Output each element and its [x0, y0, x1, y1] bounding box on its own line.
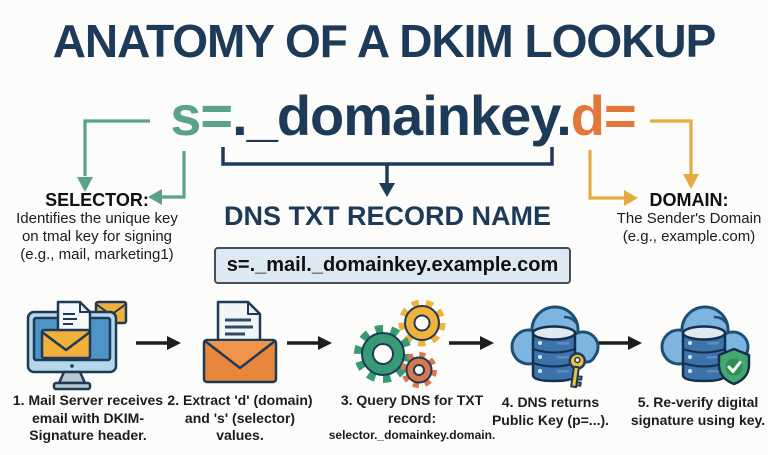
caption-line: 4. DNS returns: [501, 394, 600, 410]
monitor-camera-dot: [70, 364, 74, 368]
selector-line: (e.g., mail, marketing1): [20, 246, 174, 263]
record-name-bracket: [221, 147, 554, 186]
gear-yellow: [398, 299, 446, 347]
caption-line: values.: [216, 427, 264, 443]
caption-line: email with DKIM-: [31, 409, 144, 426]
screen-envelope: [40, 328, 92, 360]
monitor-stand: [52, 370, 92, 391]
gear-green: [354, 325, 412, 383]
page-title: ANATOMY OF A DKIM LOOKUP: [52, 15, 717, 67]
verify-cloud-shield-icon: [653, 297, 758, 395]
domain-line: (e.g., example.com): [622, 228, 756, 245]
selector-callout: SELECTOR: Identifies the unique key on t…: [2, 190, 192, 264]
caption-line: 3. Query DNS for TXT: [340, 392, 484, 408]
shield-check-icon: [717, 347, 751, 386]
dns-cloud-key-icon: [503, 297, 608, 395]
envelope: [202, 338, 278, 384]
domain-line: The Sender's Domain: [616, 210, 762, 227]
mail-server-icon: [22, 296, 134, 392]
caption-line: 2. Extract 'd' (domain): [167, 392, 313, 408]
key-icon: [568, 352, 587, 389]
dns-record-value-box: s=._mail._domainkey.example.com: [214, 247, 571, 284]
query-gears-icon: [350, 296, 450, 394]
selector-line: Identifies the unique key: [16, 210, 178, 227]
caption-line: record:: [387, 409, 437, 426]
formula-record-name-part: ._domainkey.: [232, 84, 572, 147]
database: [681, 325, 727, 383]
step-caption-3: 3. Query DNS for TXT record: selector._d…: [328, 392, 496, 445]
selector-heading: SELECTOR:: [45, 190, 149, 210]
caption-line: Public Key (p=...).: [491, 411, 610, 428]
gear-orange: [401, 352, 437, 388]
step-caption-1: 1. Mail Server receives email with DKIM-…: [2, 392, 174, 445]
step-caption-4: 4. DNS returns Public Key (p=...).: [478, 394, 623, 429]
domain-callout: DOMAIN: The Sender's Domain (e.g., examp…: [610, 190, 768, 246]
formula-domain-part: d=: [570, 84, 637, 147]
domain-arrowhead-down: [683, 174, 699, 189]
caption-line: 5. Re-verify digital: [637, 394, 759, 410]
domain-heading: DOMAIN:: [649, 190, 729, 210]
caption-line: and 's' (selector): [184, 409, 296, 426]
dns-record-heading: DNS TXT RECORD NAME: [223, 201, 551, 231]
step-caption-2: 2. Extract 'd' (domain) and 's' (selecto…: [166, 392, 314, 445]
document: [216, 300, 262, 352]
caption-line: Signature header.: [29, 427, 147, 443]
formula-selector-part: s=: [170, 84, 233, 147]
caption-line: signature using key.: [630, 411, 766, 428]
extract-envelope-icon: [198, 298, 282, 386]
step-caption-5: 5. Re-verify digital signature using key…: [624, 394, 768, 429]
caption-line-record: selector._domainkey.domain.: [328, 428, 496, 442]
record-name-arrowhead: [379, 183, 395, 197]
caption-line: 1. Mail Server receives: [12, 392, 164, 408]
dkim-formula: s=._domainkey.d=: [19, 88, 768, 144]
selector-line: on tmal key for signing: [21, 228, 173, 245]
database: [531, 325, 577, 383]
